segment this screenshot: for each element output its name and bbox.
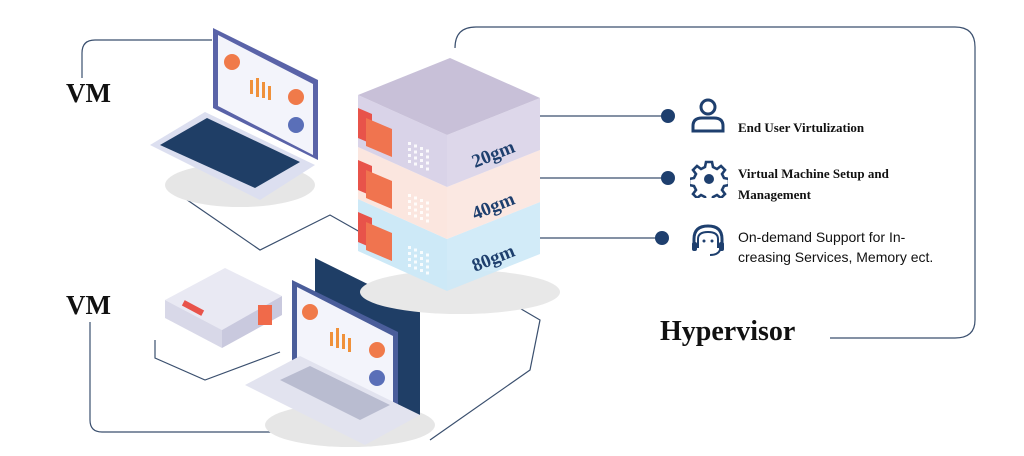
server-grille-dot — [414, 144, 417, 148]
server-grille-dot — [408, 206, 411, 209]
feature-support-line1: On-demand Support for In- — [738, 229, 906, 245]
server-grille-dot — [426, 161, 429, 165]
server-grille-dot — [408, 160, 411, 163]
bullet-dot-3 — [655, 231, 669, 245]
server-grille-dot — [414, 202, 417, 206]
server-grille-dot — [414, 208, 417, 212]
server-grille-dot — [420, 153, 423, 156]
bullet-dot-2 — [661, 171, 675, 185]
server-right-face — [447, 98, 540, 187]
server-grille-dot — [420, 165, 423, 168]
server-grille-dot — [426, 219, 429, 223]
server-grille-dot — [408, 246, 411, 249]
feature-end-user: End User Virtulization — [738, 120, 865, 135]
server-grille-dot — [420, 205, 423, 208]
feature-support: On-demand Support for In- creasing Servi… — [738, 227, 933, 267]
server-grille-dot — [414, 266, 417, 270]
feature-vm-setup-line1: Virtual Machine Setup and — [738, 166, 889, 181]
server-grille-dot — [420, 147, 423, 150]
bullet-dot-1 — [661, 109, 675, 123]
server-grille-dot — [408, 252, 411, 255]
server-grille-dot — [414, 254, 417, 258]
server-left-face — [358, 199, 447, 291]
server-grille-dot — [414, 260, 417, 264]
server-grille-dot — [414, 156, 417, 160]
server-grille-dot — [426, 213, 429, 217]
server-grille-dot — [414, 150, 417, 154]
vm-label-bottom: VM — [66, 290, 111, 320]
server-right-face — [447, 202, 540, 291]
laptop-top-illustration — [150, 28, 318, 207]
server-grille-dot — [420, 269, 423, 272]
server-grille-dot — [420, 217, 423, 220]
vm-label-top: VM — [66, 78, 111, 108]
server-grille-dot — [408, 148, 411, 151]
server-grille-dot — [426, 201, 429, 205]
server-right-face — [447, 150, 540, 239]
server-grille-dot — [420, 251, 423, 254]
server-top-face — [358, 58, 540, 135]
server-grille-dot — [420, 159, 423, 162]
server-left-face — [358, 95, 447, 187]
server-grille-dot — [420, 199, 423, 202]
server-grille-dot — [426, 271, 429, 275]
server-unit: 40gm — [358, 147, 540, 239]
server-vent-panel — [366, 118, 392, 157]
gear-icon — [690, 160, 728, 198]
server-grille-dot — [426, 167, 429, 171]
server-grille-dot — [426, 149, 429, 153]
server-grille-dot — [408, 264, 411, 267]
server-grille-dot — [414, 248, 417, 252]
server-grille-dot — [414, 196, 417, 200]
server-grille-dot — [426, 207, 429, 211]
server-vent-panel — [366, 222, 392, 261]
server-grille-dot — [426, 253, 429, 257]
server-grille-dot — [414, 214, 417, 218]
user-icon — [691, 98, 725, 133]
feature-vm-setup-line2: Management — [738, 187, 811, 202]
server-left-face — [358, 147, 447, 239]
server-grille-dot — [426, 259, 429, 263]
hypervisor-label: Hypervisor — [660, 316, 796, 347]
feature-support-line2: creasing Services, Memory ect. — [738, 249, 934, 265]
server-grille-dot — [414, 162, 417, 166]
server-grille-dot — [420, 263, 423, 266]
laptop-bottom-illustration — [165, 258, 435, 447]
connector-lines — [81, 26, 976, 441]
server-grille-dot — [420, 257, 423, 260]
server-grille-dot — [420, 211, 423, 214]
server-unit: 20gm — [358, 95, 540, 187]
feature-vm-setup: Virtual Machine Setup and Management — [738, 163, 889, 205]
server-vent-panel — [366, 170, 392, 209]
server-grille-dot — [408, 154, 411, 157]
server-grille-dot — [408, 212, 411, 215]
server-grille-dot — [408, 258, 411, 261]
headset-icon — [692, 224, 724, 256]
server-grille-dot — [408, 194, 411, 197]
server-grille-dot — [426, 155, 429, 159]
server-grille-dot — [408, 142, 411, 145]
server-grille-dot — [426, 265, 429, 269]
server-grille-dot — [408, 200, 411, 203]
